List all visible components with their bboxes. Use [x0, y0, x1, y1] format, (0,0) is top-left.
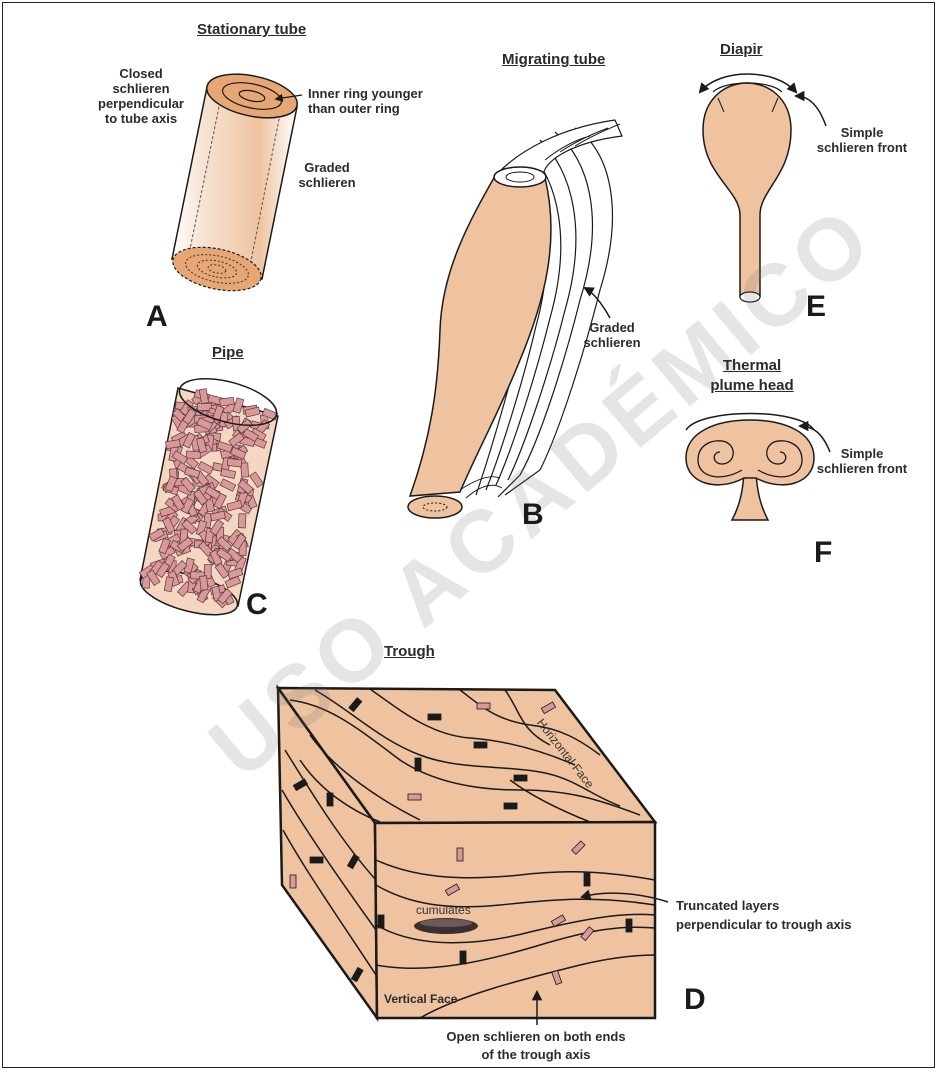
crystal-mark — [428, 714, 441, 720]
crystal-mark — [474, 742, 487, 748]
panel-a-inner-ring-label: Inner ring younger than outer ring — [308, 86, 423, 116]
crystal-mark — [327, 793, 333, 806]
crystal-mark — [310, 857, 323, 863]
crystal-mark — [584, 873, 590, 886]
panel-a-closed-label: Closed schlieren perpendicular to tube a… — [76, 66, 206, 126]
panel-a-graded-label: Graded schlieren — [286, 160, 368, 190]
panel-a-title: Stationary tube — [197, 22, 306, 37]
pipe-diagram — [136, 370, 281, 624]
panel-f-title: Thermal plume head — [690, 356, 814, 396]
panel-c-letter: C — [246, 588, 268, 622]
plume-head — [686, 420, 814, 485]
open-schlieren-label: Open schlieren on both ends of the troug… — [396, 1028, 676, 1064]
crystal-mark — [186, 451, 200, 459]
trough-front-face — [375, 822, 655, 1018]
truncated-layers-label: Truncated layers perpendicular to trough… — [676, 896, 852, 934]
trough-block-diagram — [278, 688, 668, 1025]
crystal-mark — [238, 514, 246, 528]
crystal-mark — [219, 397, 234, 406]
panel-e-front-label: Simple schlieren front — [800, 125, 924, 155]
crystal-mark — [200, 576, 208, 591]
panel-d-title: Trough — [384, 644, 435, 659]
panel-e-letter: E — [806, 290, 826, 324]
panel-f-front-label: Simple schlieren front — [796, 446, 928, 476]
panel-b-letter: B — [522, 498, 544, 532]
crystal-mark — [378, 915, 384, 928]
crystal-mark — [626, 919, 632, 932]
crystal-mark — [514, 775, 527, 781]
crystal-mark — [477, 703, 490, 709]
crystal-mark — [460, 951, 466, 964]
migrating-tube-top-end — [494, 167, 546, 187]
panel-b-title: Migrating tube — [502, 52, 605, 67]
crystal-mark — [504, 803, 517, 809]
crystal-mark — [227, 459, 242, 467]
panel-c-title: Pipe — [212, 345, 244, 360]
crystal-mark — [290, 875, 296, 888]
crystal-mark — [408, 794, 421, 800]
panel-f-letter: F — [814, 536, 832, 570]
panel-d-letter: D — [684, 983, 706, 1017]
crystal-mark — [241, 463, 249, 477]
crystal-mark — [415, 758, 421, 771]
cumulates-label: cumulates — [416, 903, 471, 918]
vertical-face-label: Vertical Face — [384, 992, 457, 1007]
panel-a-letter: A — [146, 300, 168, 334]
panel-b-graded-label: Graded schlieren — [572, 320, 652, 350]
crystal-mark — [457, 848, 463, 861]
panel-e-title: Diapir — [720, 42, 763, 57]
